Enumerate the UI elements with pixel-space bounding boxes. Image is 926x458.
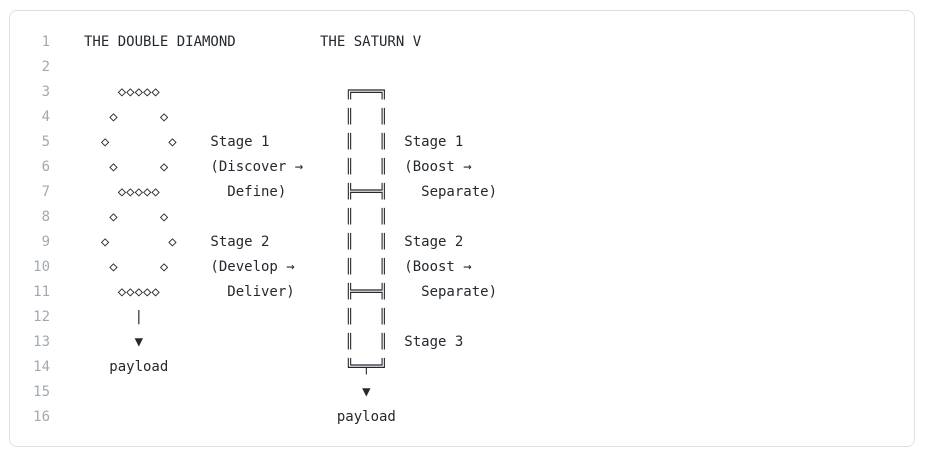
ascii-diagram-code-block: 1 THE DOUBLE DIAMOND THE SATURN V 2 3 ◇◇◇◇◇… [10,30,914,430]
code-line: 11 ◇◇◇◇◇ Deliver) ╠═══╣ Separate) [10,280,914,305]
code-line-text: ◇◇◇◇◇ Define) ╠═══╣ Separate) [84,184,498,200]
code-line-text: ◇ ◇ Stage 2 ║ ║ Stage 2 [84,234,464,250]
line-number: 10 [33,259,50,275]
line-number: 1 [41,34,50,50]
code-line-text: ◇ ◇ (Discover → ║ ║ (Boost → [84,159,472,175]
line-number: 8 [41,209,50,225]
line-number: 7 [41,184,50,200]
line-number: 3 [41,84,50,100]
code-line: 15 ▼ [10,380,914,405]
code-line-text: ◇◇◇◇◇ Deliver) ╠═══╣ Separate) [84,284,498,300]
code-line: 14 payload ╚═╤═╝ [10,355,914,380]
code-line: 3 ◇◇◇◇◇ ╔═══╗ [10,80,914,105]
code-line-text: ◇ ◇ ║ ║ [84,109,388,125]
line-number: 5 [41,134,50,150]
line-number: 13 [33,334,50,350]
code-line: 9 ◇ ◇ Stage 2 ║ ║ Stage 2 [10,230,914,255]
line-number: 12 [33,309,50,325]
line-number: 4 [41,109,50,125]
code-line-text: ◇ ◇ (Develop → ║ ║ (Boost → [84,259,472,275]
code-line: 13 ▼ ║ ║ Stage 3 [10,330,914,355]
code-line: 4 ◇ ◇ ║ ║ [10,105,914,130]
line-number: 6 [41,159,50,175]
line-number: 9 [41,234,50,250]
code-line-text: ◇ ◇ ║ ║ [84,209,388,225]
code-line: 5 ◇ ◇ Stage 1 ║ ║ Stage 1 [10,130,914,155]
code-line: 16 payload [10,405,914,430]
code-line: 12 | ║ ║ [10,305,914,330]
code-line: 2 [10,55,914,80]
code-line-text: | ║ ║ [84,309,388,325]
line-number: 11 [33,284,50,300]
code-line-text: ◇◇◇◇◇ ╔═══╗ [84,84,388,100]
code-line: 7 ◇◇◇◇◇ Define) ╠═══╣ Separate) [10,180,914,205]
code-line: 8 ◇ ◇ ║ ║ [10,205,914,230]
line-number: 2 [41,59,50,75]
code-line-text: ▼ [84,384,371,400]
code-block-card: 1 THE DOUBLE DIAMOND THE SATURN V 2 3 ◇◇◇◇◇… [9,10,915,447]
line-number: 16 [33,409,50,425]
code-line: 1 THE DOUBLE DIAMOND THE SATURN V [10,30,914,55]
code-line-text: payload ╚═╤═╝ [84,359,388,375]
code-line: 6 ◇ ◇ (Discover → ║ ║ (Boost → [10,155,914,180]
line-number: 14 [33,359,50,375]
line-number: 15 [33,384,50,400]
code-line: 10 ◇ ◇ (Develop → ║ ║ (Boost → [10,255,914,280]
code-line-text: ▼ ║ ║ Stage 3 [84,334,464,350]
code-line-text: ◇ ◇ Stage 1 ║ ║ Stage 1 [84,134,464,150]
code-line-text: THE DOUBLE DIAMOND THE SATURN V [84,34,422,50]
code-line-text: payload [84,409,396,425]
